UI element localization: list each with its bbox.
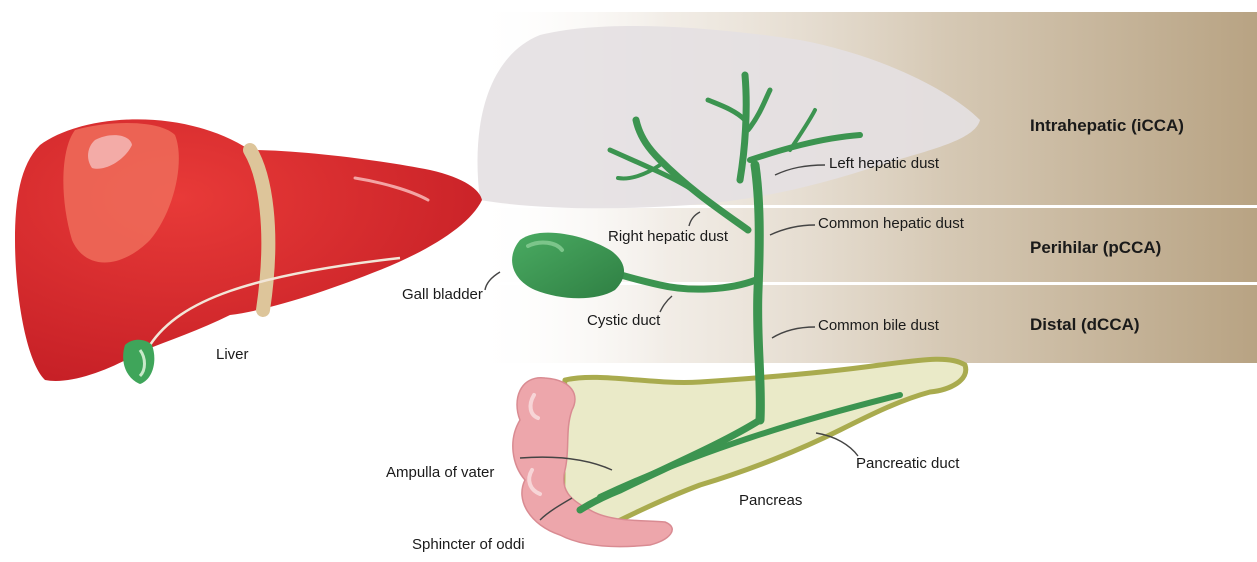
label-cystic-duct: Cystic duct [587,312,660,330]
liver-illustration [15,119,482,384]
label-pancreatic-duct: Pancreatic duct [856,455,959,473]
label-left-hepatic-duct: Left hepatic dust [829,155,939,173]
label-gall-bladder: Gall bladder [402,286,483,304]
label-common-bile-duct: Common bile dust [818,317,939,335]
zone-label-perihilar: Perihilar (pCCA) [1030,238,1161,258]
label-common-hepatic-duct: Common hepatic dust [818,215,964,233]
label-ampulla-of-vater: Ampulla of vater [386,464,494,482]
label-pancreas: Pancreas [739,492,802,510]
label-liver: Liver [216,346,249,364]
zone-label-intrahepatic: Intrahepatic (iCCA) [1030,116,1184,136]
label-right-hepatic-duct: Right hepatic dust [608,228,728,246]
label-sphincter-of-oddi: Sphincter of oddi [412,536,525,554]
zone-label-distal: Distal (dCCA) [1030,315,1140,335]
